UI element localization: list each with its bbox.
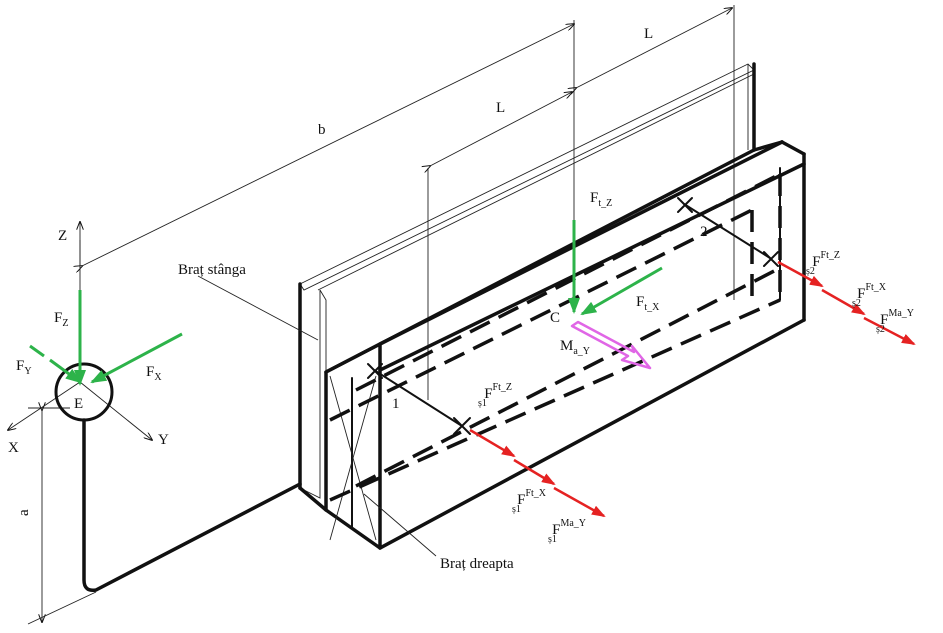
axis-x-label: X xyxy=(8,440,19,456)
brat-dreapta-label: Braț dreapta xyxy=(440,556,514,572)
point-e-label: E xyxy=(74,396,83,412)
y-axis xyxy=(79,381,152,440)
reaction-s2-z-arrow xyxy=(777,260,824,288)
bearing-1-outer-mark xyxy=(453,417,471,435)
force-fy-dash xyxy=(29,344,45,358)
leader-brat-stanga xyxy=(197,275,319,341)
bearing-2-label: 2 xyxy=(700,224,708,240)
dim-L-left-label: L xyxy=(496,100,505,116)
force-fz-label: FZ xyxy=(54,310,68,329)
force-fy-arrow xyxy=(49,358,82,384)
bearing-2-outer-mark xyxy=(763,251,779,267)
dim-a-label: a xyxy=(16,509,32,516)
reaction-forces xyxy=(469,260,916,518)
dim-b-label: b xyxy=(318,122,326,138)
bearing-1-mark xyxy=(367,363,383,379)
applied-forces xyxy=(29,220,663,386)
leader-brat-dreapta xyxy=(363,493,437,557)
dimension-b-line xyxy=(82,24,574,266)
force-ftx-label: Ft_X xyxy=(636,294,660,313)
axis-y-label: Y xyxy=(158,432,169,448)
brat-stanga-label: Braț stânga xyxy=(178,262,246,278)
reaction-s1-z-arrow xyxy=(469,428,516,458)
reaction-s2-m-arrow xyxy=(863,316,916,346)
main-box xyxy=(82,62,806,593)
point-e-circle xyxy=(54,362,114,422)
force-ftx-arrow xyxy=(580,266,663,316)
moment-arrow xyxy=(570,320,652,370)
bearing-axes xyxy=(367,197,779,435)
bearing-2-mark xyxy=(677,197,693,213)
force-fx-label: FX xyxy=(146,364,162,383)
dimension-L-right-line xyxy=(576,8,732,88)
axis-z-label: Z xyxy=(58,228,67,244)
reaction-s1-x-arrow xyxy=(513,458,556,486)
left-arm xyxy=(299,63,755,500)
dimension-lines xyxy=(27,5,735,625)
moment-may-label: Ma_Y xyxy=(560,338,590,357)
dim-L-right-label: L xyxy=(644,26,653,42)
hidden-edges xyxy=(329,172,782,502)
text-labels: b L L a Braț stânga Braț dreapta C E 1 2… xyxy=(8,26,914,572)
bearing-1-label: 1 xyxy=(392,396,400,412)
x-axis xyxy=(8,381,81,430)
force-fy-label: FY xyxy=(16,358,32,377)
point-c-label: C xyxy=(550,310,560,326)
reaction-s2-x-arrow xyxy=(821,288,866,316)
reaction-s1-m-arrow xyxy=(553,486,606,518)
dimension-L-left-line xyxy=(430,92,572,166)
force-fx-arrow xyxy=(90,332,183,384)
force-ftz-label: Ft_Z xyxy=(590,190,612,209)
